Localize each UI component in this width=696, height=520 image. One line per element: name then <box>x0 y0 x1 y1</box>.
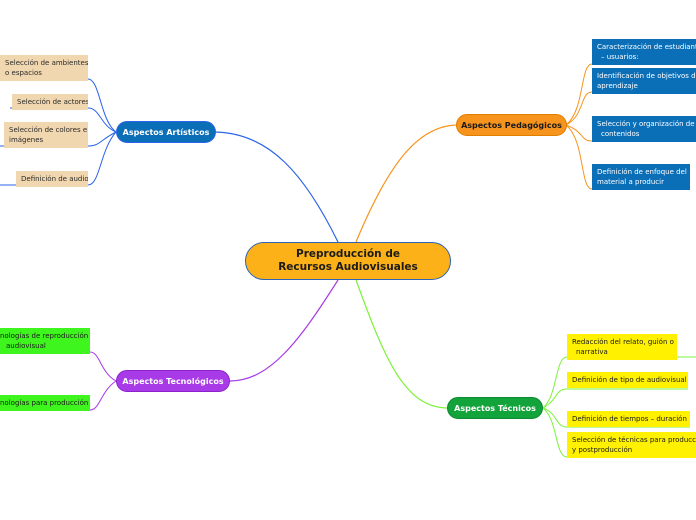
leaf-line: Definición de tiempos – duración <box>572 415 687 423</box>
leaf-seleccion-tecnicas[interactable]: Selección de técnicas para producción y … <box>567 432 696 458</box>
leaf-tecnologias-reproduccion[interactable]: nologías de reproducción audiovisual <box>0 328 90 354</box>
link-central-pedagogicos <box>355 124 459 243</box>
link-art-4 <box>0 131 117 186</box>
leaf-line: Redacción del relato, guión o <box>572 338 674 346</box>
leaf-line: Selección de técnicas para producción <box>572 436 696 444</box>
leaf-redaccion-relato[interactable]: Redacción del relato, guión o narrativa <box>567 334 677 360</box>
link-art-3 <box>0 131 117 147</box>
leaf-line: imágenes <box>9 136 44 144</box>
leaf-line: audiovisual <box>6 342 46 350</box>
link-art-1 <box>0 78 117 133</box>
leaf-seleccion-contenidos[interactable]: Selección y organización de contenidos <box>592 116 696 142</box>
leaf-identificacion-objetivos[interactable]: Identificación de objetivos de aprendiza… <box>592 68 696 94</box>
leaf-line: narrativa <box>576 348 608 356</box>
leaf-seleccion-ambientes[interactable]: Selección de ambientes o espacios <box>0 55 88 81</box>
leaf-line: nologías de reproducción <box>0 332 89 340</box>
leaf-line: Selección y organización de <box>597 120 695 128</box>
link-ped-2 <box>565 91 696 126</box>
link-central-tecnicos <box>355 279 449 409</box>
topic-label: Aspectos Artísticos <box>122 127 210 137</box>
leaf-line: nologías para producción <box>0 399 89 407</box>
leaf-line: Definición de tipo de audiovisual <box>572 376 687 384</box>
leaf-line: aprendizaje <box>597 82 638 90</box>
topic-label: Aspectos Pedagógicos <box>461 120 562 130</box>
leaf-line: contenidos <box>601 130 640 138</box>
topic-aspectos-artisticos[interactable]: Aspectos Artísticos <box>116 121 216 143</box>
topic-aspectos-tecnicos[interactable]: Aspectos Técnicos <box>447 397 543 419</box>
leaf-line: Selección de ambientes <box>5 59 88 67</box>
leaf-line: Definición de enfoque del <box>597 168 687 176</box>
link-ped-1 <box>565 63 696 126</box>
leaf-seleccion-colores[interactable]: Selección de colores e imágenes <box>4 122 88 148</box>
leaf-tecnologias-produccion[interactable]: nologías para producción <box>0 395 90 411</box>
topic-label: Aspectos Técnicos <box>454 403 536 413</box>
leaf-line: material a producir <box>597 178 664 186</box>
leaf-seleccion-actores[interactable]: Selección de actores <box>12 94 88 110</box>
link-tecno-1 <box>0 351 117 382</box>
leaf-line: y postproducción <box>572 446 633 454</box>
link-tecno-2 <box>0 380 117 411</box>
leaf-line: Selección de colores e <box>9 126 88 134</box>
link-central-tecnologicos <box>229 279 339 382</box>
link-tec-3 <box>542 407 690 428</box>
central-topic[interactable]: Preproducción de Recursos Audiovisuales <box>245 242 451 280</box>
leaf-line: Identificación de objetivos de <box>597 72 696 80</box>
link-central-artisticos <box>214 131 339 243</box>
leaf-definicion-tiempos[interactable]: Definición de tiempos – duración <box>567 411 690 427</box>
link-ped-4 <box>565 124 690 190</box>
leaf-line: Definición de audio <box>21 175 88 183</box>
link-art-2 <box>10 107 117 133</box>
leaf-line: Caracterización de estudiantes <box>597 43 696 51</box>
leaf-line: o espacios <box>5 69 42 77</box>
leaf-line: – usuarios: <box>601 53 639 61</box>
topic-aspectos-pedagogicos[interactable]: Aspectos Pedagógicos <box>456 114 567 136</box>
link-tec-1 <box>542 356 696 409</box>
topic-label: Aspectos Tecnológicos <box>122 376 224 386</box>
leaf-line: Selección de actores <box>17 98 88 106</box>
link-ped-3 <box>565 124 696 142</box>
central-topic-label: Preproducción de Recursos Audiovisuales <box>278 248 418 273</box>
leaf-definicion-tipo[interactable]: Definición de tipo de audiovisual <box>567 372 688 388</box>
leaf-definicion-enfoque[interactable]: Definición de enfoque del material a pro… <box>592 164 690 190</box>
link-tec-4 <box>542 407 696 458</box>
topic-aspectos-tecnologicos[interactable]: Aspectos Tecnológicos <box>116 370 230 392</box>
leaf-caracterizacion-estudiantes[interactable]: Caracterización de estudiantes – usuario… <box>592 39 696 65</box>
link-tec-2 <box>542 388 688 409</box>
leaf-definicion-audio[interactable]: Definición de audio <box>16 171 88 187</box>
